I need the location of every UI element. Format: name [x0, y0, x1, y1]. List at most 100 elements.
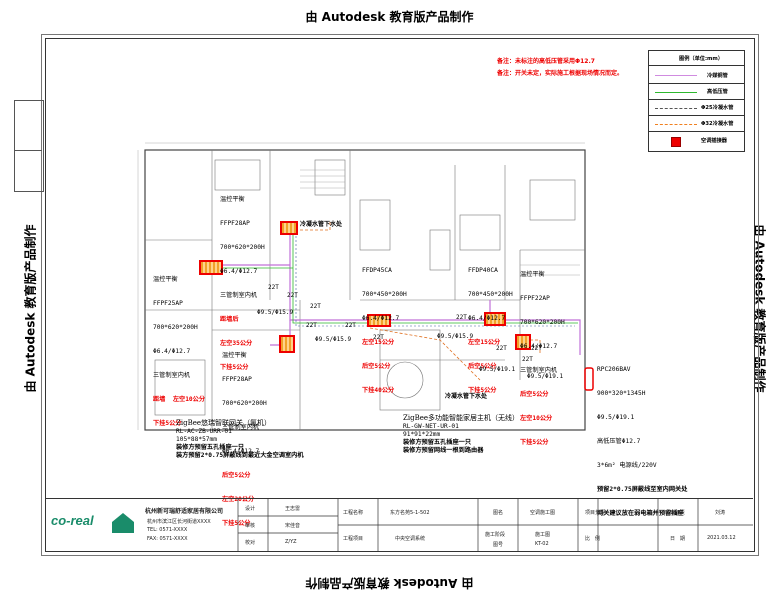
legend: 图例（单位:mm） 冷媒铜管 高低压管 Φ25冷凝水管 Φ32冷凝水管 空调插接…: [648, 50, 745, 152]
drain-label-2: 冷凝水管下水处: [445, 393, 488, 400]
outdoor-line-6: 网关建议放在弱电箱并预留插座: [597, 510, 684, 517]
legend-title: 图例（单位:mm）: [679, 56, 724, 62]
legend-swatch-green: [655, 92, 697, 93]
note-1: 备注：未标注的高低压管采用Φ12.7: [497, 58, 595, 65]
unit-4-red-0: 左空15公分: [362, 339, 395, 346]
outer-wall: [144, 149, 586, 431]
pm-label: 项目负责: [585, 510, 606, 516]
company-line-1: TEL: 0571-XXXX: [147, 527, 188, 533]
unit-3-line-0: 温控平衡: [222, 352, 247, 359]
company-name: 杭州新可瑞舒适家居有限公司: [145, 508, 224, 515]
unit-1-red-2: 下挂5公分: [220, 364, 249, 371]
pipe-size-4: Φ9.5/Φ19.1: [479, 366, 516, 373]
watermark-top: 由 Autodesk 教育版产品制作: [305, 10, 474, 24]
pipe-tag-3: 22T: [310, 303, 321, 310]
legend-label-3: Φ25冷凝水管: [701, 105, 734, 111]
pipe-tag-2: 22T: [287, 292, 298, 299]
unit-3-line-3: 三管制室内机: [222, 424, 260, 431]
pipe-size-2: Φ9.5/Φ15.9: [315, 336, 352, 343]
unit-4-red-1: 后空5公分: [362, 363, 391, 370]
unit-1-line-0: 温控平衡: [220, 196, 245, 203]
phase-value: 施工图: [535, 532, 551, 538]
unit-5-red-2: 下挂5公分: [468, 387, 497, 394]
revision-strip: [14, 100, 44, 192]
gateway-wired-bold-0: 装修方预留五孔插座一只: [176, 444, 245, 451]
legend-row-2: 高低压管: [649, 83, 744, 100]
unit-4-line-0: FFDP45CA: [362, 267, 392, 274]
gateway-wireless-line-1: 91*91*22mm: [403, 431, 441, 438]
gateway-wireless-bold-0: 装修方预留五孔插座一只: [403, 439, 472, 446]
unit-1-red-0: 距墙后: [220, 316, 239, 323]
sheet-outer-frame: [41, 34, 759, 556]
ac-unit-6: [515, 334, 531, 350]
drain-label-1: 冷凝水管下水处: [300, 221, 343, 228]
title-block: co-real 杭州新可瑞舒适家居有限公司 杭州市滨江区长河街道XXXX TEL…: [45, 498, 753, 551]
pipe-tag-4: 22T: [306, 322, 317, 329]
legend-divider: [649, 65, 744, 66]
legend-row-5: 空调插接器: [649, 131, 744, 151]
pipe-size-3: Φ9.5/Φ15.9: [437, 333, 474, 340]
outdoor-unit-marker: [584, 367, 594, 391]
outdoor-line-5: 预留2*0.75屏蔽线至室内网关处: [597, 486, 688, 493]
outdoor-line-4: 3*6m² 电源线/220V: [597, 462, 657, 469]
ac-unit-2: [199, 260, 223, 275]
unit-5-line-1: 700*450*200H: [468, 291, 513, 298]
unit-6-annotation: 温控平衡 FFPF22AP 700*620*200H Φ6.4/Φ12.7 三管…: [520, 255, 565, 455]
unit-2-line-1: FFPF25AP: [153, 300, 183, 307]
unit-2-line-3: Φ6.4/Φ12.7: [153, 348, 191, 355]
unit-1-line-3: Φ6.4/Φ12.7: [220, 268, 258, 275]
legend-label-2: 高低压管: [707, 89, 728, 95]
ac-unit-3: [279, 335, 295, 353]
unit-3-red-2: 下挂5公分: [222, 520, 251, 527]
unit-3-line-2: 700*620*200H: [222, 400, 267, 407]
unit-2-line-4: 三管制室内机: [153, 372, 191, 379]
drawing-label: 图名: [493, 510, 504, 516]
legend-row-1: 冷媒铜管: [649, 67, 744, 83]
house-icon: [112, 513, 134, 533]
gateway-wireless-bold-1: 装修方预留网线一根到路由器: [403, 447, 484, 454]
unit-2-red-0: 距墙 左空10公分: [153, 396, 206, 403]
legend-label-1: 冷媒铜管: [707, 73, 728, 79]
revision-strip-divider: [14, 150, 42, 151]
brand-name: co-real: [51, 513, 94, 528]
unit-5-line-2: Φ6.4/Φ12.7: [468, 315, 506, 322]
connector-icon: [671, 137, 681, 147]
pipe-tag-1: 22T: [268, 284, 279, 291]
unit-5-annotation: FFDP40CA 700*450*200H Φ6.4/Φ12.7 左空15公分 …: [468, 251, 513, 403]
brand-logo: co-real: [51, 513, 107, 537]
note-2: 备注：开关未定，实际施工根据现场情况而定。: [497, 70, 624, 77]
drawing-value: 空调施工图: [530, 510, 556, 516]
ac-unit-5: [484, 312, 506, 326]
unit-6-line-2: 700*620*200H: [520, 319, 565, 326]
gateway-wired-line-0: RL-AC-ZB-URR-01: [176, 428, 232, 435]
project-label: 工程名称: [343, 510, 364, 516]
unit-5-red-1: 后空5公分: [468, 363, 497, 370]
pipe-size-5: Φ9.5/Φ19.1: [527, 373, 564, 380]
date-label: 日 期: [670, 536, 686, 542]
role-label-0: 设计: [245, 506, 256, 512]
outdoor-line-3: 高低压管Φ12.7: [597, 438, 641, 445]
unit-2-line-0: 温控平衡: [153, 276, 178, 283]
role-value-2: Z/YZ: [285, 539, 297, 545]
unit-5-red-0: 左空15公分: [468, 339, 501, 346]
scale-label: 比 例: [585, 536, 601, 542]
unit-4-line-2: Φ6.4/Φ12.7: [362, 315, 400, 322]
gateway-wired-bold-1: 装方预留2*0.75屏蔽线到最近大金空调室内机: [176, 452, 304, 459]
unit-4-annotation: FFDP45CA 700*450*200H Φ6.4/Φ12.7 左空15公分 …: [362, 251, 407, 403]
date-value: 2021.03.12: [707, 535, 736, 541]
unit-4-red-2: 下挂40公分: [362, 387, 395, 394]
no-label: 图号: [493, 542, 504, 548]
pipe-tag-9: 22T: [531, 345, 542, 352]
gateway-wired-line-1: 105*88*57mm: [176, 436, 217, 443]
unit-1-line-4: 三管制室内机: [220, 292, 258, 299]
pipe-tag-5: 22T: [345, 322, 356, 329]
unit-6-red-1: 左空10公分: [520, 415, 553, 422]
pipe-tag-6: 22T: [373, 334, 384, 341]
pipe-tag-7: 22T: [456, 314, 467, 321]
unit-1-red-1: 左空35公分: [220, 340, 253, 347]
ac-unit-4: [367, 314, 391, 327]
outdoor-annotation: RPC206BAV 900*320*1345H Φ9.5/Φ19.1 高低压管Φ…: [597, 350, 687, 526]
unit-2-annotation: 温控平衡 FFPF25AP 700*620*200H Φ6.4/Φ12.7 三管…: [153, 260, 205, 436]
pipe-tag-8: 22T: [496, 345, 507, 352]
legend-row-3: Φ25冷凝水管: [649, 99, 744, 116]
